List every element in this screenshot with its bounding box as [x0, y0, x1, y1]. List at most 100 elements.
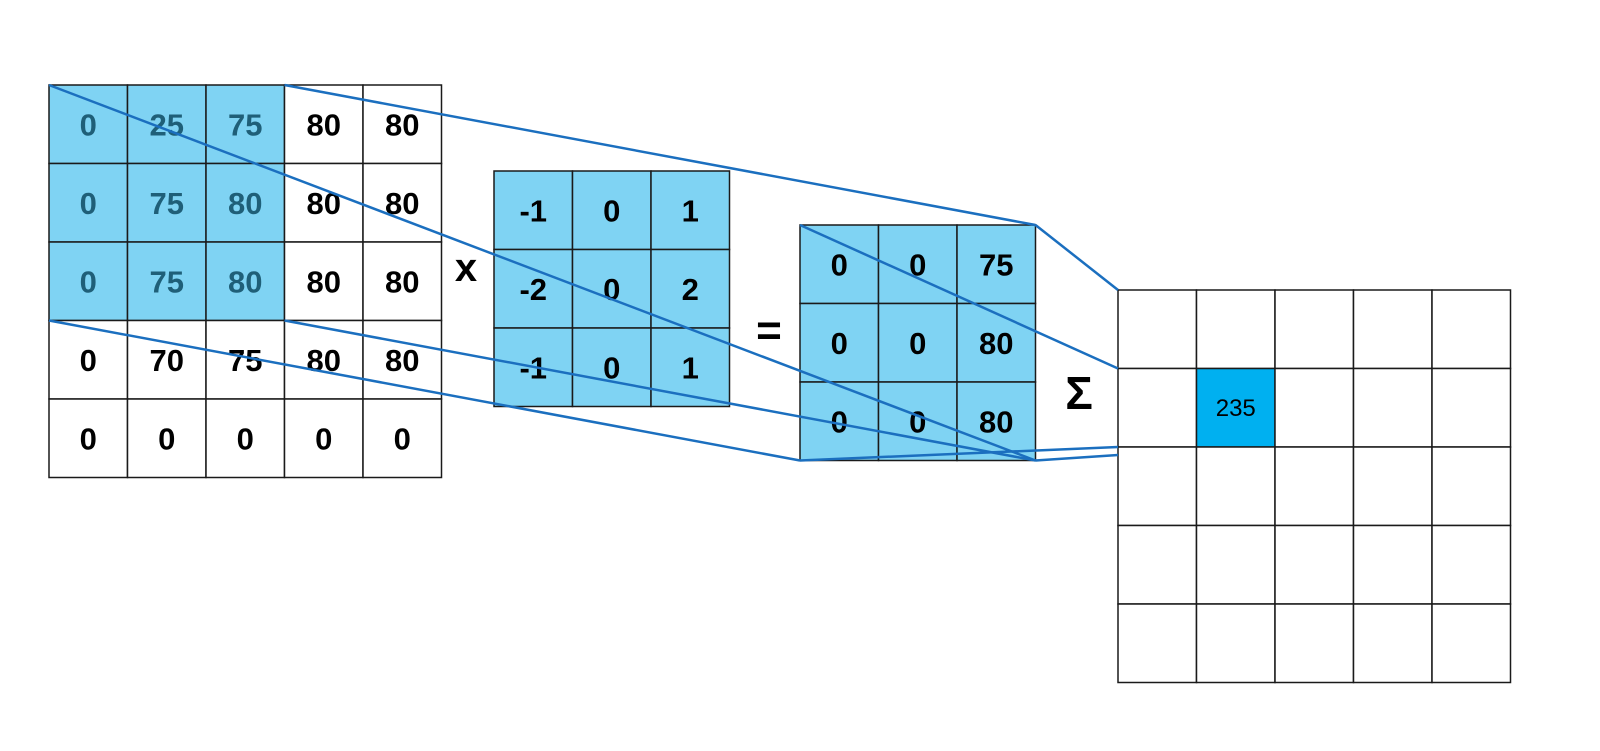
connector-line [284, 83, 1036, 227]
output-cell [1431, 524, 1512, 605]
input-value: 70 [150, 343, 184, 378]
connector-line [799, 223, 1119, 370]
multiply-operator: x [455, 246, 477, 290]
output-cell [1117, 524, 1198, 605]
input-cell [126, 319, 207, 400]
output-cell [1431, 367, 1512, 448]
output-cell [1352, 446, 1433, 527]
input-cell [205, 241, 286, 322]
product-value: 0 [831, 404, 848, 439]
connector-line [1034, 224, 1119, 291]
input-value: 75 [150, 264, 184, 299]
input-value: 0 [80, 264, 97, 299]
product-cell [877, 381, 958, 462]
product-value: 80 [979, 404, 1013, 439]
connector-line [48, 83, 1036, 462]
output-cell [1195, 603, 1276, 684]
input-value: 80 [228, 264, 262, 299]
input-value: 80 [385, 264, 419, 299]
input-value: 0 [80, 186, 97, 221]
product-value: 80 [979, 326, 1013, 361]
output-cell [1195, 367, 1276, 448]
kernel-value: -2 [519, 272, 547, 307]
kernel-value: 2 [682, 272, 699, 307]
input-value: 0 [80, 107, 97, 142]
output-cell [1117, 446, 1198, 527]
equals-operator: = [756, 306, 782, 355]
input-value: 0 [80, 421, 97, 456]
product-value: 0 [831, 326, 848, 361]
input-value: 80 [385, 107, 419, 142]
input-cell [283, 398, 364, 479]
output-cell [1195, 289, 1276, 370]
input-value: 80 [307, 186, 341, 221]
product-cell [956, 302, 1037, 383]
product-value: 75 [979, 247, 1013, 282]
output-cell [1352, 603, 1433, 684]
output-cell [1274, 603, 1355, 684]
output-cell [1274, 367, 1355, 448]
input-value: 0 [237, 421, 254, 456]
input-cell [126, 398, 207, 479]
input-cell [283, 162, 364, 243]
kernel-cell [650, 170, 731, 251]
connector-line [1035, 453, 1119, 462]
input-value: 75 [228, 107, 262, 142]
output-cell [1117, 603, 1198, 684]
output-cell [1431, 603, 1512, 684]
kernel-value: 0 [603, 350, 620, 385]
output-cell [1195, 446, 1276, 527]
input-value: 80 [307, 107, 341, 142]
kernel-cell [571, 327, 652, 408]
output-cell [1352, 524, 1433, 605]
input-cell [48, 398, 129, 479]
input-value: 0 [315, 421, 332, 456]
input-cell [48, 84, 129, 165]
product-cell [877, 302, 958, 383]
sum-operator: Σ [1065, 367, 1093, 419]
connector-line [284, 319, 1036, 462]
input-value: 80 [385, 343, 419, 378]
output-matrix: 235 [1117, 289, 1512, 684]
output-cell [1352, 289, 1433, 370]
input-cell [126, 241, 207, 322]
input-cell [362, 398, 443, 479]
kernel-cell [650, 327, 731, 408]
output-cell [1352, 367, 1433, 448]
product-value: 0 [909, 404, 926, 439]
input-cell [362, 241, 443, 322]
product-value: 0 [909, 247, 926, 282]
output-cell [1117, 289, 1198, 370]
input-cell [205, 319, 286, 400]
kernel-cell [493, 170, 574, 251]
input-cell [205, 162, 286, 243]
output-cell [1274, 289, 1355, 370]
connector-line [799, 445, 1119, 462]
kernel-value: 0 [603, 193, 620, 228]
output-cell [1117, 367, 1198, 448]
product-value: 0 [831, 247, 848, 282]
output-cell [1431, 289, 1512, 370]
input-cell [126, 84, 207, 165]
output-cell [1274, 524, 1355, 605]
kernel-matrix: -101-202-101 [493, 170, 731, 408]
product-cell [799, 302, 880, 383]
output-value: 235 [1216, 395, 1256, 422]
input-cell [48, 241, 129, 322]
input-value: 80 [228, 186, 262, 221]
kernel-value: 1 [682, 350, 699, 385]
input-value: 0 [158, 421, 175, 456]
input-value: 0 [394, 421, 411, 456]
input-value: 80 [307, 264, 341, 299]
input-cell [283, 241, 364, 322]
output-cell [1195, 524, 1276, 605]
input-value: 0 [80, 343, 97, 378]
connector-line [48, 319, 801, 462]
projection-lines [48, 83, 1119, 462]
kernel-cell [571, 170, 652, 251]
output-cell [1431, 446, 1512, 527]
input-value: 75 [150, 186, 184, 221]
